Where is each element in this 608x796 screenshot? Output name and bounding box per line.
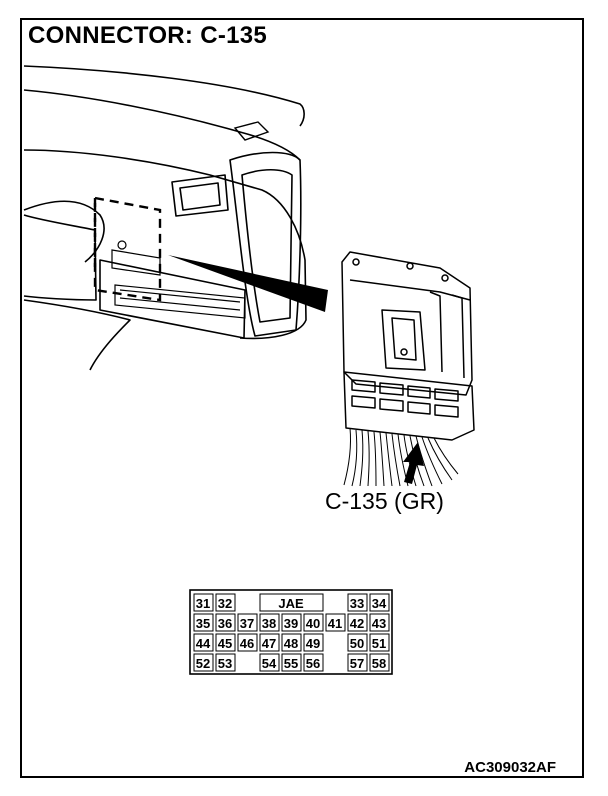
pin-number: 49 [306,636,320,651]
dash-top-edge [23,65,305,127]
pin-cell [369,593,390,612]
pin-number: 53 [218,656,232,671]
diagram-frame [20,18,584,778]
pin-cell [259,613,280,632]
pin-number: 58 [372,656,386,671]
pin-cell [281,653,302,672]
knee-panel [99,259,246,339]
vent-inner [179,182,221,211]
connector-callout-label: C-135 (GR) [325,488,444,514]
pin-cell [193,633,214,652]
pin-number: 56 [306,656,320,671]
glovebox-inner [241,168,293,323]
pin-number: 31 [196,596,210,611]
pin-number: 54 [262,656,277,671]
pin-cell [303,633,324,652]
pin-number: 43 [372,616,386,631]
pin-cell [281,633,302,652]
steering-column [23,299,131,371]
pin-number: 52 [196,656,210,671]
pin-cell [303,653,324,672]
pin-number: 50 [350,636,364,651]
pin-number: 57 [350,656,364,671]
pin-cell [347,613,368,632]
pin-cell [193,593,214,612]
pin-number: 47 [262,636,276,651]
ecu-unit [341,251,475,441]
pin-number: 38 [262,616,276,631]
pin-cell [193,653,214,672]
pin-cell [215,633,236,652]
pin-number: 46 [240,636,254,651]
pin-number: 40 [306,616,320,631]
pin-cell [215,653,236,672]
pin-cell [259,653,280,672]
diagram-title: CONNECTOR: C-135 [28,22,268,49]
pin-cell [215,593,236,612]
pin-cell [347,593,368,612]
pin-number: 39 [284,616,298,631]
pin-number: 33 [350,596,364,611]
pin-number: 42 [350,616,364,631]
pin-number: 45 [218,636,232,651]
arm-curve [23,200,105,263]
pin-cell [369,613,390,632]
glovebox-opening [229,151,302,337]
pin-cell [347,633,368,652]
dash-lower [23,214,97,301]
dash-fascia [23,149,307,340]
pin-number: 41 [328,616,342,631]
pin-number: 34 [372,596,387,611]
pin-cell [369,633,390,652]
pin-cell [215,613,236,632]
pin-cell [237,633,258,652]
pin-cell [303,613,324,632]
pin-cell [369,653,390,672]
dash-upper-curve [23,89,301,161]
pin-cell [347,653,368,672]
pin-cell [281,613,302,632]
pin-number: 36 [218,616,232,631]
pin-cell [325,613,346,632]
figure-id: AC309032AF [464,759,556,776]
pin-cell [193,613,214,632]
pin-number: 44 [196,636,211,651]
callout-pointer [168,255,328,312]
pin-cell [237,613,258,632]
pin-number: 48 [284,636,298,651]
connector-outline [189,589,393,675]
standard-label: JAE [278,596,304,611]
pin-number: 32 [218,596,232,611]
pin-number: 51 [372,636,386,651]
standard-label-box [259,593,324,612]
insertion-arrow [403,442,424,484]
pin-number: 35 [196,616,210,631]
pin-cell [259,633,280,652]
pin-number: 55 [284,656,298,671]
vent [171,174,229,217]
pin-number: 37 [240,616,254,631]
connector-face: 31 32 33 34 35 36 37 38 39 40 41 42 43 44 45 46 47 48 49 50… [189,589,393,675]
